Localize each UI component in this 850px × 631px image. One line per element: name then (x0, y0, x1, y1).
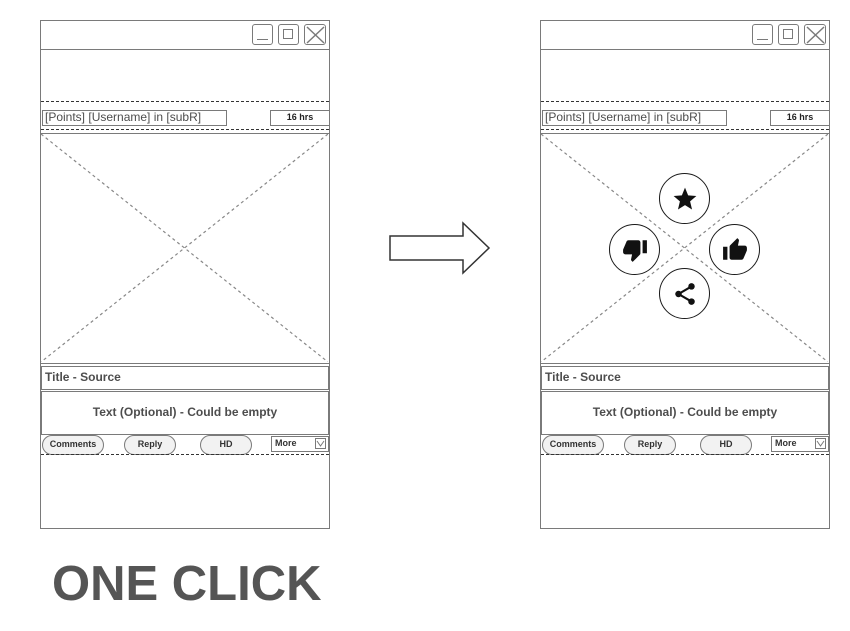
post-text: Text (Optional) - Could be empty (41, 391, 329, 435)
chevron-down-icon (315, 438, 326, 449)
hd-button[interactable]: HD (200, 435, 252, 455)
downvote-button[interactable] (609, 224, 660, 275)
caption-heading: ONE CLICK (52, 557, 322, 611)
hd-button[interactable]: HD (700, 435, 752, 455)
share-button[interactable] (659, 268, 710, 319)
maximize-button[interactable] (278, 24, 299, 45)
dashed-divider (541, 101, 829, 102)
more-label: More (275, 438, 297, 448)
reply-button[interactable]: Reply (124, 435, 176, 455)
more-label: More (775, 438, 797, 448)
close-button[interactable] (804, 24, 826, 45)
action-bar: Comments Reply HD More (541, 434, 829, 455)
comments-button[interactable]: Comments (542, 435, 604, 455)
chevron-down-icon (815, 438, 826, 449)
thumbs-up-icon (723, 238, 747, 260)
image-placeholder[interactable] (40, 133, 330, 364)
window-titlebar (41, 21, 329, 50)
comments-button[interactable]: Comments (42, 435, 104, 455)
post-title[interactable]: Title - Source (541, 366, 829, 390)
post-text: Text (Optional) - Could be empty (541, 391, 829, 435)
close-button[interactable] (304, 24, 326, 45)
action-bar: Comments Reply HD More (41, 434, 329, 455)
upvote-button[interactable] (709, 224, 760, 275)
image-placeholder-cross (41, 134, 328, 362)
maximize-button[interactable] (778, 24, 799, 45)
dashed-divider (541, 454, 829, 455)
dashed-divider (541, 129, 829, 130)
image-placeholder[interactable] (540, 133, 830, 364)
post-meta-user[interactable]: [Points] [Username] in [subR] (542, 110, 727, 126)
post-title[interactable]: Title - Source (41, 366, 329, 390)
image-placeholder-cross (541, 134, 828, 362)
post-meta-time: 16 hrs (270, 110, 330, 126)
transition-arrow (389, 221, 491, 275)
favorite-button[interactable] (659, 173, 710, 224)
mockup-window-after: [Points] [Username] in [subR] 16 hrs (540, 20, 830, 529)
more-dropdown[interactable]: More (271, 436, 329, 452)
dashed-divider (41, 129, 329, 130)
star-icon (673, 187, 697, 210)
dashed-divider (41, 454, 329, 455)
thumbs-down-icon (623, 240, 647, 262)
post-meta-time: 16 hrs (770, 110, 830, 126)
window-titlebar (541, 21, 829, 50)
dashed-divider (41, 101, 329, 102)
close-icon (306, 26, 325, 44)
minimize-button[interactable] (752, 24, 773, 45)
close-icon (806, 26, 825, 44)
reply-button[interactable]: Reply (624, 435, 676, 455)
mockup-window-before: [Points] [Username] in [subR] 16 hrs Tit… (40, 20, 330, 529)
minimize-button[interactable] (252, 24, 273, 45)
more-dropdown[interactable]: More (771, 436, 829, 452)
post-meta-user[interactable]: [Points] [Username] in [subR] (42, 110, 227, 126)
share-icon (675, 283, 695, 305)
